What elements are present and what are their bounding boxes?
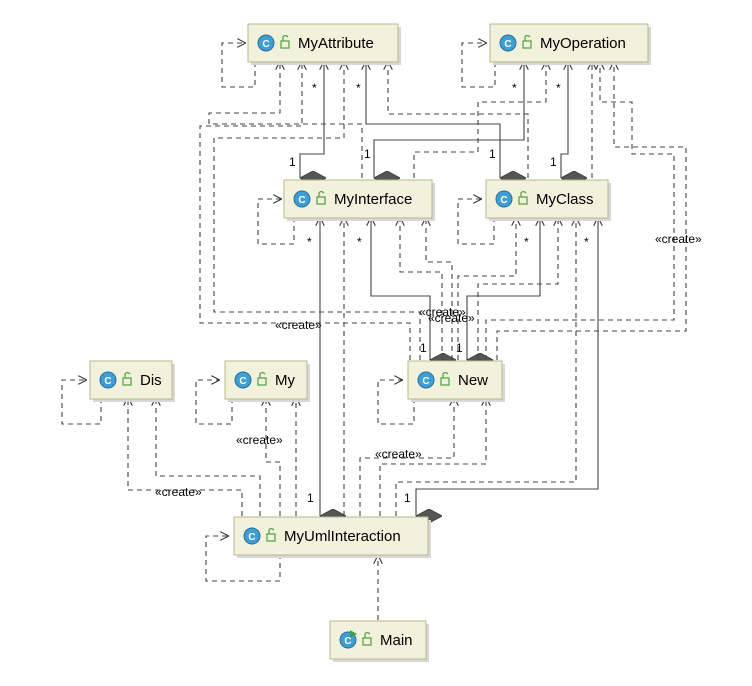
- dependency-myumlinteraction-dis: [156, 398, 261, 516]
- create-stereotype: «create»: [236, 433, 283, 447]
- multiplicity-label: 1: [364, 147, 371, 161]
- public-lock-icon: [440, 371, 450, 386]
- svg-text:C: C: [248, 532, 255, 543]
- class-icon: C: [495, 190, 513, 208]
- dependency-myclass-myattribute: [388, 62, 529, 178]
- composition-myinterface-myoperation: [373, 62, 524, 178]
- multiplicity-label: 1: [550, 155, 557, 169]
- class-icon: C: [99, 371, 117, 389]
- svg-text:C: C: [422, 376, 429, 387]
- svg-text:C: C: [344, 636, 351, 647]
- create-stereotype: «create»: [655, 232, 702, 246]
- self-dependency-dis: [61, 380, 102, 425]
- composition-myclass-myoperation: [560, 62, 568, 178]
- create-stereotype: «create»: [275, 318, 322, 332]
- composition-myclass-myattribute: [366, 62, 500, 178]
- multiplicity-label: 1: [489, 147, 496, 161]
- class-name: Main: [380, 632, 413, 649]
- public-lock-icon: [316, 190, 326, 205]
- multiplicity-label: *: [312, 81, 317, 95]
- create-stereotype: «create»: [428, 311, 475, 325]
- self-dependency-myattribute: [221, 43, 256, 88]
- dependency-new-myinterface: [426, 218, 453, 360]
- create-myumlinteraction-dis: [128, 398, 243, 516]
- multiplicity-label: 1: [456, 341, 463, 355]
- multiplicity-label: 1: [289, 155, 296, 169]
- class-name: MyInterface: [334, 191, 412, 208]
- dependency-myinterface-myoperation: [413, 62, 546, 178]
- box-body: [233, 516, 429, 556]
- create-new-myinterface: [400, 218, 443, 360]
- class-name: MyUmlInteraction: [284, 528, 401, 545]
- multiplicity-label: *: [357, 235, 362, 249]
- multiplicity-label: *: [556, 81, 561, 95]
- class-icon: C: [293, 190, 311, 208]
- multiplicity-label: 1: [307, 491, 314, 505]
- create-new-myclass: [457, 218, 516, 360]
- class-box-myattribute[interactable]: C MyAttribute: [247, 23, 401, 65]
- multiplicity-label: *: [524, 235, 529, 249]
- class-name: MyAttribute: [298, 35, 374, 52]
- self-dependency-myumlinteraction: [205, 536, 281, 582]
- class-box-my[interactable]: C My: [224, 360, 310, 402]
- class-name: MyOperation: [540, 35, 626, 52]
- class-box-myoperation[interactable]: C MyOperation: [489, 23, 651, 65]
- create-stereotype: «create»: [155, 485, 202, 499]
- run-icon: [350, 630, 357, 638]
- multiplicity-label: *: [512, 81, 517, 95]
- public-lock-icon: [280, 34, 290, 49]
- multiplicity-label: *: [584, 235, 589, 249]
- dependency-new-myoperation: [485, 62, 675, 360]
- self-dependency-myinterface: [257, 199, 295, 245]
- class-box-new[interactable]: C New: [407, 360, 505, 402]
- dependency-new-myclass: [477, 218, 558, 360]
- dependency-myumlinteraction-myclass: [395, 218, 576, 516]
- public-lock-icon: [122, 371, 132, 386]
- public-lock-icon: [522, 34, 532, 49]
- class-name: Dis: [140, 372, 162, 389]
- dependency-myinterface-myattribute: [208, 62, 363, 178]
- multiplicity-label: *: [307, 235, 312, 249]
- class-icon: C: [417, 371, 435, 389]
- create-myumlinteraction-new: [359, 398, 454, 516]
- svg-text:C: C: [500, 195, 507, 206]
- create-new-myoperation: [496, 62, 687, 360]
- class-icon: C: [234, 371, 252, 389]
- multiplicity-label: 1: [420, 341, 427, 355]
- public-lock-icon: [266, 527, 276, 542]
- svg-text:C: C: [504, 39, 511, 50]
- composition-myumlinteraction-myclass: [415, 218, 598, 516]
- public-lock-icon: [362, 631, 372, 646]
- svg-text:C: C: [239, 376, 246, 387]
- composition-myinterface-myattribute: [299, 62, 324, 178]
- create-myumlinteraction-my: [266, 398, 281, 516]
- class-name: New: [458, 372, 488, 389]
- public-lock-icon: [257, 371, 267, 386]
- class-box-myinterface[interactable]: C MyInterface: [283, 179, 435, 221]
- class-box-main[interactable]: C Main: [329, 620, 429, 662]
- create-stereotype: «create»: [419, 305, 466, 319]
- svg-text:C: C: [262, 39, 269, 50]
- create-stereotype: «create»: [375, 447, 422, 461]
- class-box-myumlinteraction[interactable]: C MyUmlInteraction: [233, 516, 431, 558]
- dependency-myumlinteraction-new: [379, 398, 486, 516]
- svg-text:C: C: [298, 195, 305, 206]
- svg-text:C: C: [104, 376, 111, 387]
- dependency-new-myattribute: [213, 62, 421, 360]
- class-name: MyClass: [536, 191, 594, 208]
- public-lock-icon: [518, 190, 528, 205]
- class-icon: C: [257, 34, 275, 52]
- class-icon: C: [243, 527, 261, 545]
- create-new-myattribute: [199, 62, 411, 360]
- multiplicity-label: *: [356, 81, 361, 95]
- class-name: My: [275, 372, 295, 389]
- class-box-myclass[interactable]: C MyClass: [485, 179, 611, 221]
- multiplicity-label: 1: [404, 491, 411, 505]
- class-icon: C: [499, 34, 517, 52]
- class-box-dis[interactable]: C Dis: [89, 360, 175, 402]
